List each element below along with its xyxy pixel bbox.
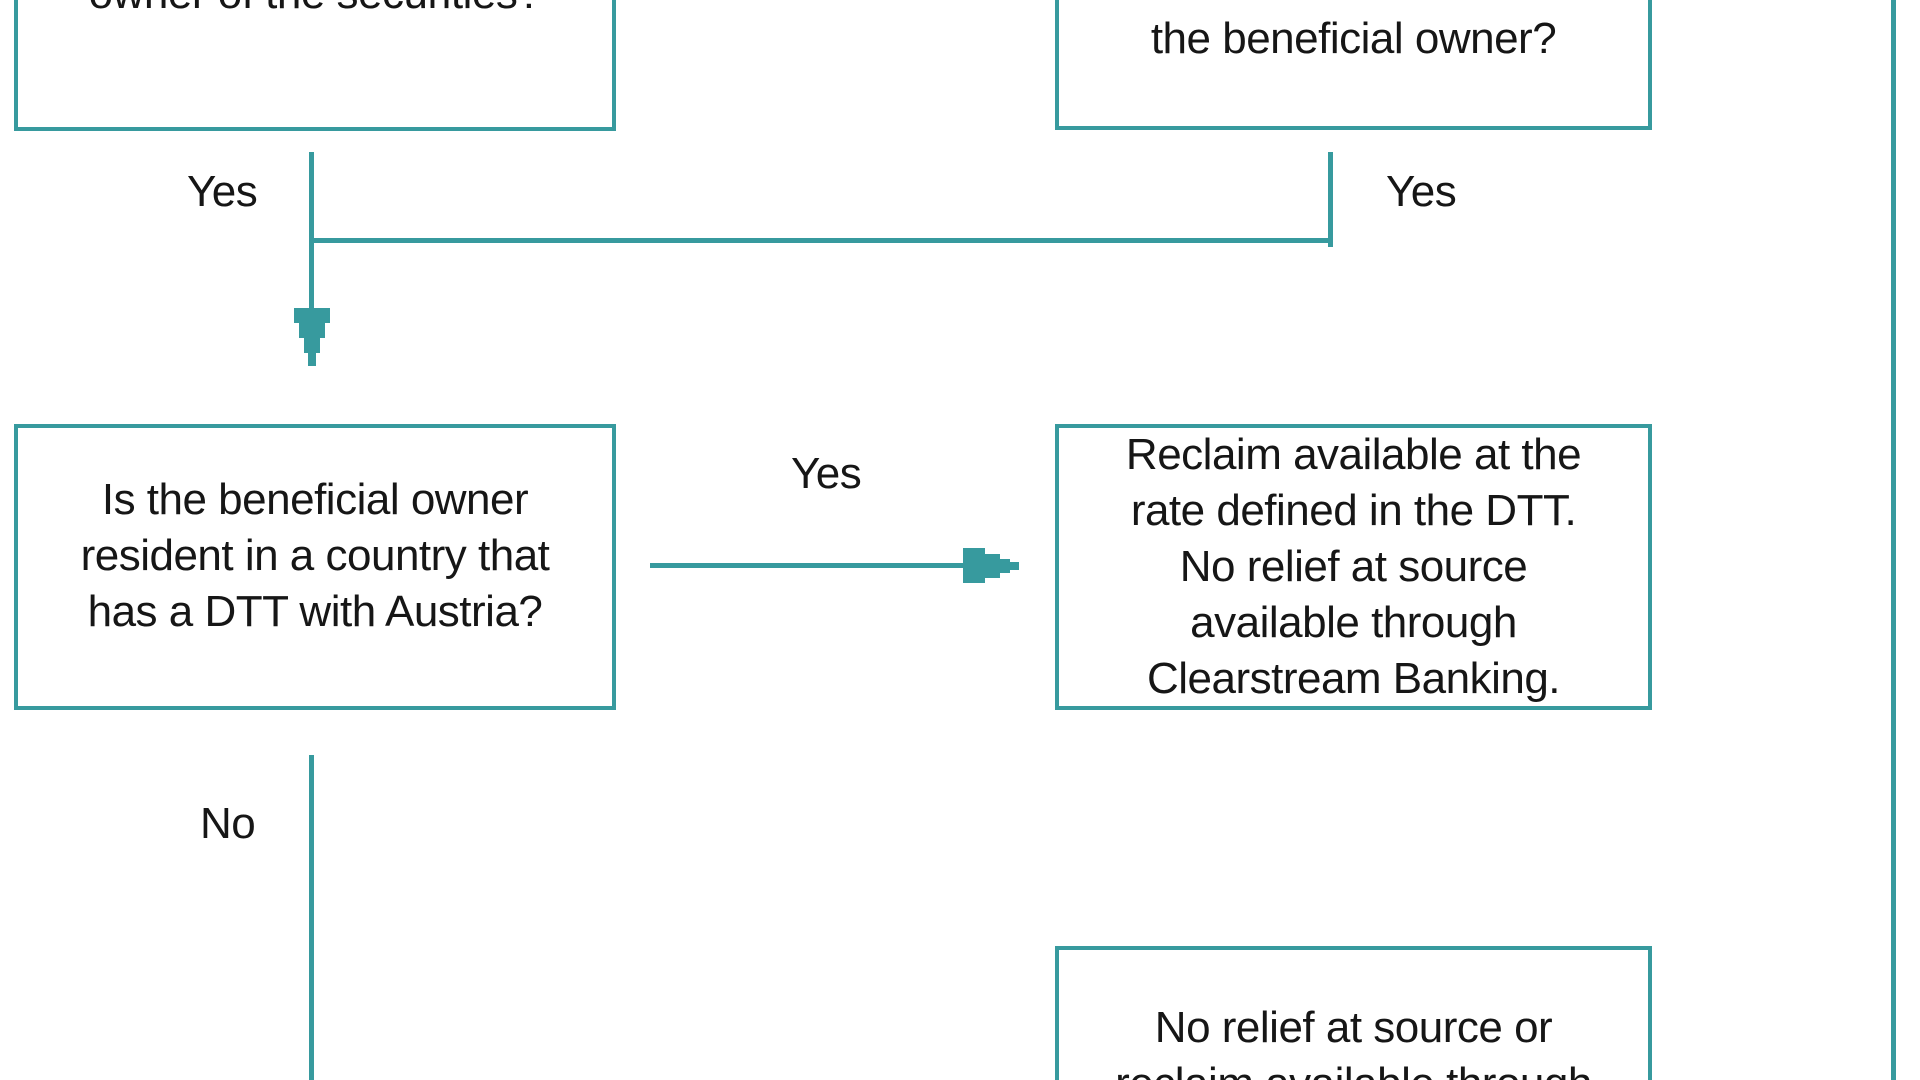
decision-box-owner-of-securities: owner of the securities? — [14, 0, 616, 131]
decision-box-dtt-country: Is the beneficial owner resident in a co… — [14, 424, 616, 710]
box-text-line: reclaim available through — [1059, 1056, 1648, 1080]
outcome-box-reclaim-dtt-rate: Reclaim available at the rate defined in… — [1055, 424, 1652, 710]
box-text-line: resident in a country that — [80, 531, 550, 580]
edge-label-yes-top-left: Yes — [187, 167, 258, 216]
edge-label-no-left: No — [200, 799, 256, 848]
connector-horizontal-branch — [309, 238, 1333, 243]
connector-far-right-vertical — [1891, 0, 1896, 1080]
box-text-line: available through — [1190, 598, 1517, 647]
connector-vertical-left-upper — [309, 152, 314, 308]
outcome-box-no-relief: No relief at source or reclaim available… — [1055, 946, 1652, 1080]
connector-vertical-right — [1328, 152, 1333, 247]
connector-vertical-left-lower — [309, 755, 314, 1080]
box-text-line: Is the beneficial owner — [101, 475, 529, 524]
box-text-line: has a DTT with Austria? — [87, 587, 543, 636]
box-text-line: the beneficial owner? — [1150, 14, 1557, 63]
arrowhead-down-icon — [294, 308, 330, 366]
arrowhead-right-icon — [963, 548, 1019, 583]
edge-label-yes-middle: Yes — [791, 449, 862, 498]
box-text-line: No relief at source — [1179, 542, 1528, 591]
edge-label-yes-top-right: Yes — [1386, 167, 1457, 216]
decision-box-beneficial-owner: the beneficial owner? — [1055, 0, 1652, 130]
box-text-line: No relief at source or — [1154, 1003, 1553, 1052]
connector-horizontal-yes — [650, 563, 963, 568]
box-text-line: rate defined in the DTT. — [1130, 486, 1577, 535]
box-text-line: Reclaim available at the — [1125, 430, 1582, 479]
box-text-line: owner of the securities? — [18, 0, 612, 22]
box-text-line: Clearstream Banking. — [1146, 654, 1561, 703]
